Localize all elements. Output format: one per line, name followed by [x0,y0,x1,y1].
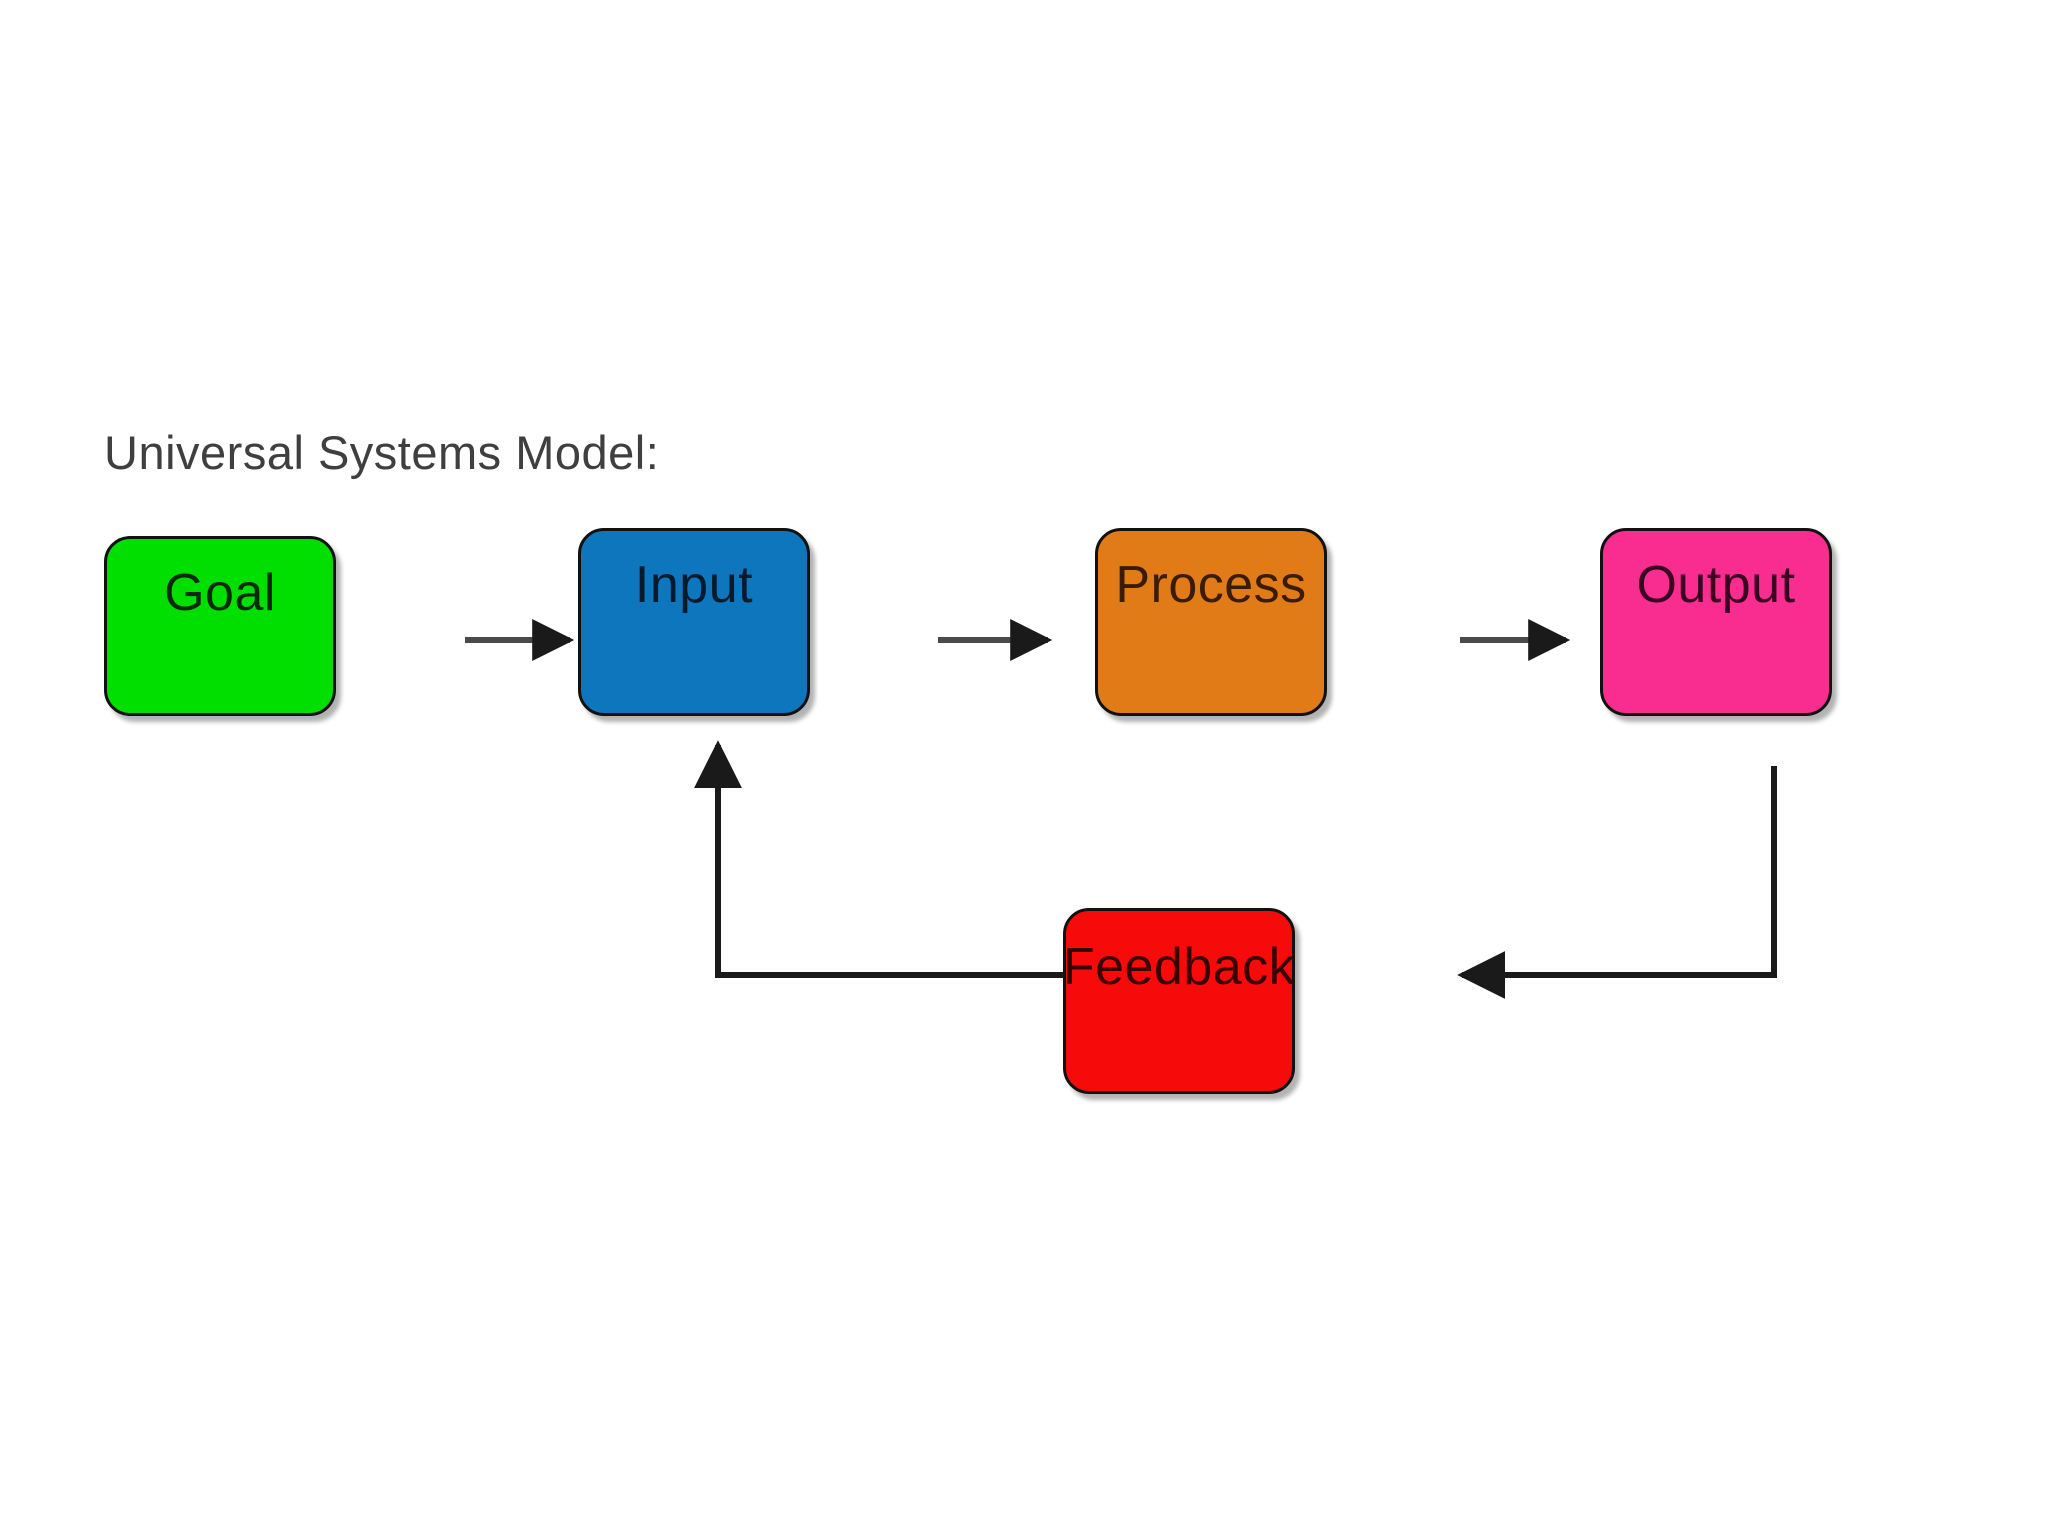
connector-feedback-to-input [694,740,1063,978]
node-output-label: Output [1636,556,1796,614]
node-input-label: Input [634,556,754,614]
node-goal[interactable]: Goal [104,536,336,716]
node-goal-label: Goal [164,564,276,622]
node-feedback[interactable]: Feedback [1063,908,1295,1094]
node-process[interactable]: Process [1095,528,1327,716]
page-title: Universal Systems Model: [104,426,660,479]
node-output[interactable]: Output [1600,528,1832,716]
connector-output-to-feedback [1457,766,1777,999]
node-input[interactable]: Input [578,528,810,716]
node-feedback-label: Feedback [1062,938,1296,996]
node-process-label: Process [1115,556,1307,614]
